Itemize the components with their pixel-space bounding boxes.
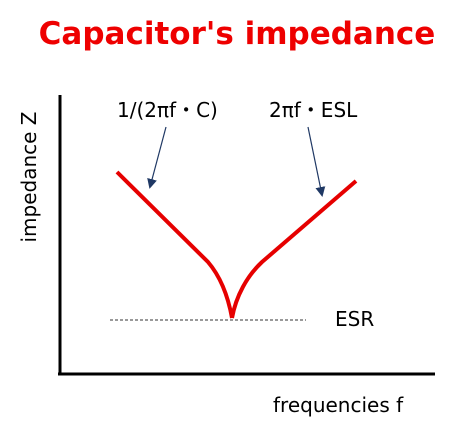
diagram-title: Capacitor's impedance (39, 16, 436, 52)
inductive-arrow (307, 126, 326, 197)
capacitive-arrow (147, 126, 167, 189)
inductive-formula-label: 2πf・ESL (269, 98, 358, 122)
capacitive-branch (115, 170, 234, 319)
capacitive-formula-label: 1/(2πf・C) (117, 98, 218, 122)
esr-label: ESR (335, 307, 374, 331)
y-axis-label: impedance Z (17, 111, 41, 242)
inductive-branch (230, 179, 358, 319)
x-axis-label: frequencies f (273, 393, 404, 417)
